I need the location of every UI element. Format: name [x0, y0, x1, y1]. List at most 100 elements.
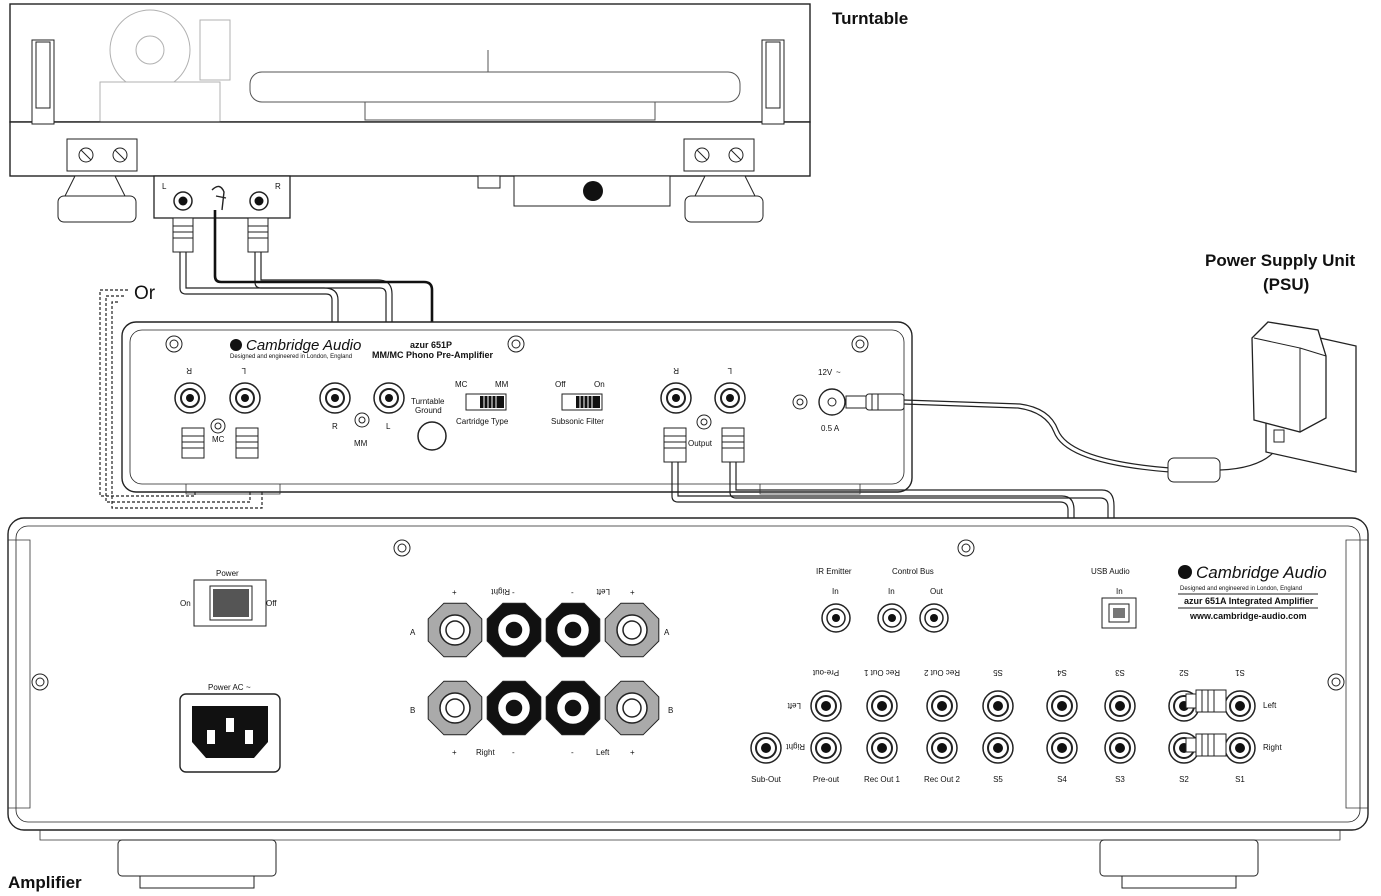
- screw-block-left: [66, 138, 138, 172]
- spk-right-bottom-label: Right: [476, 748, 495, 757]
- turntable-foot-right: [684, 175, 764, 223]
- brand-logo-icon: [1178, 565, 1192, 579]
- screw-icon: [31, 673, 49, 691]
- spk-plus-label: +: [452, 748, 457, 757]
- spk-minus-label: -: [512, 588, 515, 597]
- speaker-terminal-positive[interactable]: [427, 680, 483, 736]
- power-on-label: On: [180, 599, 191, 608]
- s5-left-jack[interactable]: [982, 690, 1014, 722]
- s5-right-jack[interactable]: [982, 732, 1014, 764]
- psu-heading-line2: (PSU): [1263, 275, 1309, 294]
- tonearm: [99, 9, 231, 123]
- amp-brand: Cambridge Audio: [1196, 563, 1327, 582]
- control-bus-in-jack[interactable]: [877, 603, 907, 633]
- ir-in-label: In: [832, 587, 839, 596]
- pre-out-top-label: Pre-out: [812, 668, 839, 677]
- turntable-foot-left: [57, 175, 137, 223]
- speaker-terminal-negative[interactable]: [486, 680, 542, 736]
- spk-left-bottom-label: Left: [596, 748, 610, 757]
- preamp-model: azur 651P: [410, 340, 452, 350]
- integrated-amplifier: Power On Off Power AC ~ + Right - - Left…: [7, 517, 1369, 889]
- rec-out-2-right-jack[interactable]: [926, 732, 958, 764]
- amp-url: www.cambridge-audio.com: [1189, 611, 1307, 621]
- speaker-terminal-positive[interactable]: [427, 602, 483, 658]
- speaker-terminal-negative[interactable]: [486, 602, 542, 658]
- spk-minus-label: -: [571, 588, 574, 597]
- sub-out-right-jack[interactable]: [750, 732, 782, 764]
- rec-out-1-left-jack[interactable]: [866, 690, 898, 722]
- subsonic-filter-switch[interactable]: [561, 393, 603, 411]
- ground-terminal-icon: [211, 185, 227, 211]
- power-off-label: Off: [266, 599, 277, 608]
- mm-input-l-jack[interactable]: [373, 382, 405, 414]
- output-l-jack[interactable]: [714, 382, 746, 414]
- mc-input-l-jack[interactable]: [229, 382, 261, 414]
- control-bus-out-label: Out: [930, 587, 944, 596]
- sub-off-label: Off: [555, 380, 566, 389]
- s4-right-jack[interactable]: [1046, 732, 1078, 764]
- spk-plus-label: +: [630, 588, 635, 597]
- power-amp-label: 0.5 A: [821, 424, 840, 433]
- phono-preamp: Cambridge Audio Designed and engineered …: [121, 321, 913, 495]
- ac-wave-icon: ~: [246, 683, 251, 692]
- speaker-terminal-positive[interactable]: [604, 680, 660, 736]
- screw-block-right: [683, 138, 755, 172]
- rec-out-2-label: Rec Out 2: [924, 775, 961, 784]
- row-right-label: Right: [1263, 743, 1282, 752]
- screw-icon: [393, 539, 411, 557]
- mm-label: MM: [354, 439, 368, 448]
- ferrite-core: [1167, 457, 1221, 483]
- speaker-terminal-positive[interactable]: [604, 602, 660, 658]
- s4-label: S4: [1057, 775, 1067, 784]
- control-bus-in-label: In: [888, 587, 895, 596]
- mc-in-r-label: R: [186, 366, 192, 375]
- row-b-label: B: [410, 706, 415, 715]
- s3-left-jack[interactable]: [1104, 690, 1136, 722]
- power-voltage-label: 12V: [818, 368, 833, 377]
- sub-out-label: Sub-Out: [751, 775, 782, 784]
- cartridge-type-switch[interactable]: [465, 393, 507, 411]
- s1-label: S1: [1235, 775, 1245, 784]
- amplifier-heading: Amplifier: [8, 873, 82, 892]
- row-a-label: A: [664, 628, 670, 637]
- speaker-terminal-negative[interactable]: [545, 602, 601, 658]
- out-r-label: R: [673, 366, 679, 375]
- ir-emitter-jack[interactable]: [821, 603, 851, 633]
- mm-input-r-jack[interactable]: [319, 382, 351, 414]
- rec-out-2-left-jack[interactable]: [926, 690, 958, 722]
- dc-power-socket[interactable]: [818, 388, 846, 416]
- output-r-jack[interactable]: [660, 382, 692, 414]
- power-switch[interactable]: [209, 585, 253, 621]
- screw-icon: [957, 539, 975, 557]
- turntable-ground-terminal[interactable]: [417, 421, 447, 451]
- amp-foot-right: [1099, 839, 1259, 889]
- s1-top-label: S1: [1235, 668, 1245, 677]
- ground-label-1: Turntable: [411, 397, 445, 406]
- spk-left-top-label: Left: [596, 587, 610, 596]
- s3-right-jack[interactable]: [1104, 732, 1136, 764]
- spk-minus-label: -: [512, 748, 515, 757]
- ground-screw-icon: [210, 418, 226, 434]
- pre-out-right-jack[interactable]: [810, 732, 842, 764]
- preamp-product: MM/MC Phono Pre-Amplifier: [372, 350, 493, 360]
- screw-icon: [851, 335, 869, 353]
- rec-out-1-label: Rec Out 1: [864, 775, 901, 784]
- ground-screw-icon: [354, 412, 370, 428]
- s4-top-label: S4: [1057, 668, 1067, 677]
- rec-out-1-right-jack[interactable]: [866, 732, 898, 764]
- spk-right-top-label: Right: [491, 587, 510, 596]
- s3-label: S3: [1115, 775, 1125, 784]
- speaker-terminal-negative[interactable]: [545, 680, 601, 736]
- usb-audio-label: USB Audio: [1091, 567, 1130, 576]
- mc-input-r-jack[interactable]: [174, 382, 206, 414]
- pre-out-left-jack[interactable]: [810, 690, 842, 722]
- iec-power-inlet[interactable]: [179, 693, 281, 773]
- s5-top-label: S5: [993, 668, 1003, 677]
- s4-left-jack[interactable]: [1046, 690, 1078, 722]
- usb-b-port[interactable]: [1101, 597, 1137, 629]
- cart-mc-label: MC: [455, 380, 468, 389]
- s1-right-jack[interactable]: [1224, 732, 1256, 764]
- s1-left-jack[interactable]: [1224, 690, 1256, 722]
- control-bus-out-jack[interactable]: [919, 603, 949, 633]
